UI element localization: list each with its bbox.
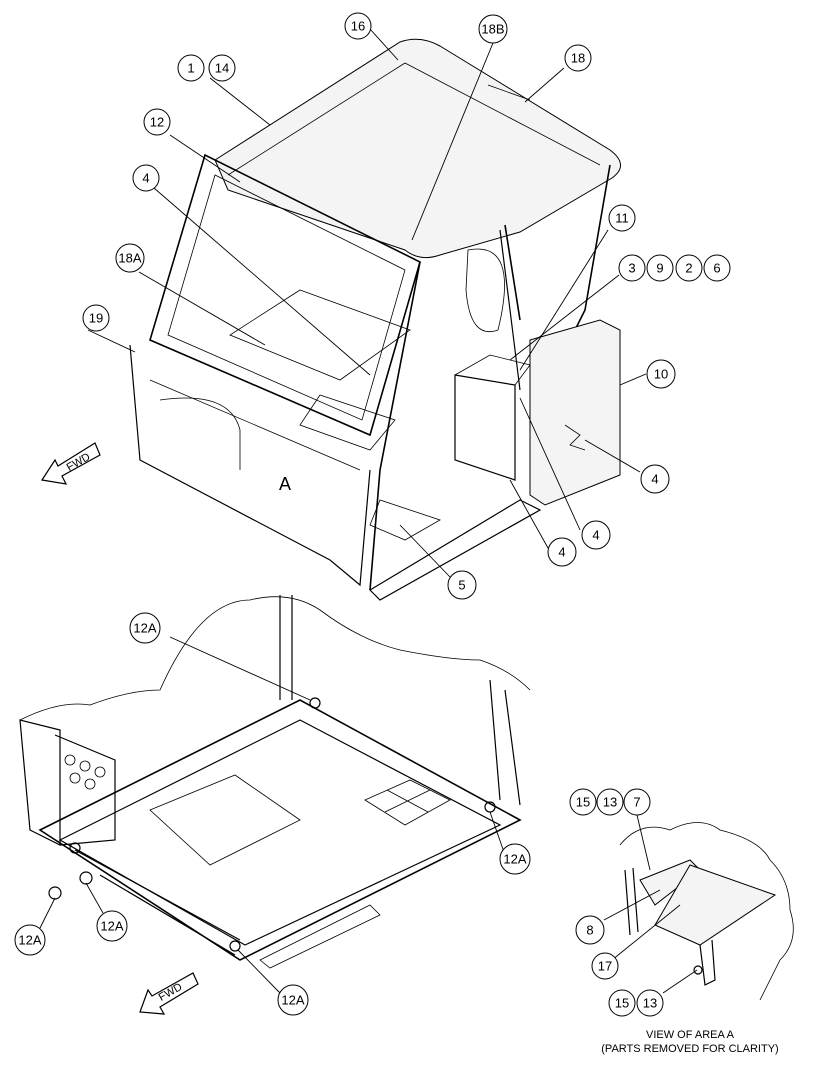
callout-4-right-c-label: 4 xyxy=(558,545,565,560)
callout-17-label: 17 xyxy=(598,959,612,974)
callout-14: 14 xyxy=(208,54,236,82)
callout-10-label: 10 xyxy=(654,367,668,382)
callout-2: 2 xyxy=(675,254,703,282)
callout-19: 19 xyxy=(82,304,110,332)
callout-12a-right: 12A xyxy=(499,843,531,875)
callout-leaders xyxy=(39,28,698,994)
floor-frame xyxy=(38,699,522,961)
callout-12: 12 xyxy=(143,108,171,136)
callout-1-label: 1 xyxy=(187,61,194,76)
callout-13-detail-bottom-label: 13 xyxy=(643,996,657,1011)
callout-15-detail-bottom: 15 xyxy=(608,989,636,1017)
callout-12-label: 12 xyxy=(150,115,164,130)
callout-6: 6 xyxy=(703,254,731,282)
callout-6-label: 6 xyxy=(713,261,720,276)
callout-9-label: 9 xyxy=(656,261,663,276)
floor-assembly-view xyxy=(19,595,531,969)
callout-4-top: 4 xyxy=(132,164,160,192)
callout-1: 1 xyxy=(177,54,205,82)
callout-4-right-a: 4 xyxy=(640,464,670,494)
callout-13-detail-bottom: 13 xyxy=(636,989,664,1017)
callout-12a-upper: 12A xyxy=(129,612,161,644)
windshield-frame xyxy=(149,153,421,437)
callout-16: 16 xyxy=(344,12,372,40)
callout-15-detail-top-label: 15 xyxy=(576,795,590,810)
callout-17: 17 xyxy=(591,952,619,980)
callout-12a-left-label: 12A xyxy=(18,933,41,948)
fwd-arrow-bottom: FWD xyxy=(139,972,199,1015)
callout-7: 7 xyxy=(623,788,651,816)
callout-18a-label: 18A xyxy=(118,251,141,266)
cab-roof xyxy=(214,38,621,259)
cab-front-wall xyxy=(129,344,371,587)
callout-4-top-label: 4 xyxy=(142,171,149,186)
callout-12a-left: 12A xyxy=(14,924,46,956)
callout-12a-mid-left-label: 12A xyxy=(100,919,123,934)
callout-5: 5 xyxy=(447,570,477,600)
caption-title: VIEW OF AREA A xyxy=(645,1029,735,1041)
callout-11-label: 11 xyxy=(615,211,629,226)
callout-12a-upper-label: 12A xyxy=(133,621,156,636)
callout-14-label: 14 xyxy=(215,61,229,76)
callout-4-right-b: 4 xyxy=(581,520,611,550)
detail-caption: VIEW OF AREA A (PARTS REMOVED FOR CLARIT… xyxy=(560,1028,820,1056)
cab-floor-base xyxy=(369,499,542,601)
callout-2-label: 2 xyxy=(685,261,692,276)
callout-19-label: 19 xyxy=(89,311,103,326)
callout-8: 8 xyxy=(575,915,605,945)
callout-15-detail-bottom-label: 15 xyxy=(615,996,629,1011)
callout-12a-mid-left: 12A xyxy=(96,910,128,942)
callout-12a-bottom: 12A xyxy=(277,984,309,1016)
callout-8-label: 8 xyxy=(586,923,593,938)
callout-18b: 18B xyxy=(478,14,508,44)
callout-13-detail-top-label: 13 xyxy=(603,795,617,810)
cab-assembly-view: A xyxy=(129,38,621,601)
callout-18-label: 18 xyxy=(571,51,585,66)
callout-18b-label: 18B xyxy=(481,22,504,37)
callout-9: 9 xyxy=(646,254,674,282)
fwd-arrow-top: FWD xyxy=(40,442,101,485)
callout-12a-right-label: 12A xyxy=(503,852,526,867)
callout-12a-bottom-label: 12A xyxy=(281,993,304,1008)
callout-16-label: 16 xyxy=(351,19,365,34)
caption-subtitle: (PARTS REMOVED FOR CLARITY) xyxy=(601,1043,779,1055)
area-a-detail-view xyxy=(619,822,794,1001)
callout-4-right-c: 4 xyxy=(547,537,577,567)
callout-18: 18 xyxy=(564,44,592,72)
callout-4-right-a-label: 4 xyxy=(651,472,658,487)
callout-13-detail-top: 13 xyxy=(596,788,624,816)
callout-18a: 18A xyxy=(115,243,145,273)
callout-11: 11 xyxy=(608,204,636,232)
fwd-label-top: FWD xyxy=(65,451,93,474)
area-a-label: A xyxy=(279,474,291,494)
callout-4-right-b-label: 4 xyxy=(592,528,599,543)
callout-7-label: 7 xyxy=(633,795,640,810)
callout-10: 10 xyxy=(646,359,676,389)
callout-3-label: 3 xyxy=(628,261,635,276)
callout-5-label: 5 xyxy=(458,578,465,593)
side-panel xyxy=(529,319,621,506)
callout-3: 3 xyxy=(618,254,646,282)
callout-15-detail-top: 15 xyxy=(569,788,597,816)
